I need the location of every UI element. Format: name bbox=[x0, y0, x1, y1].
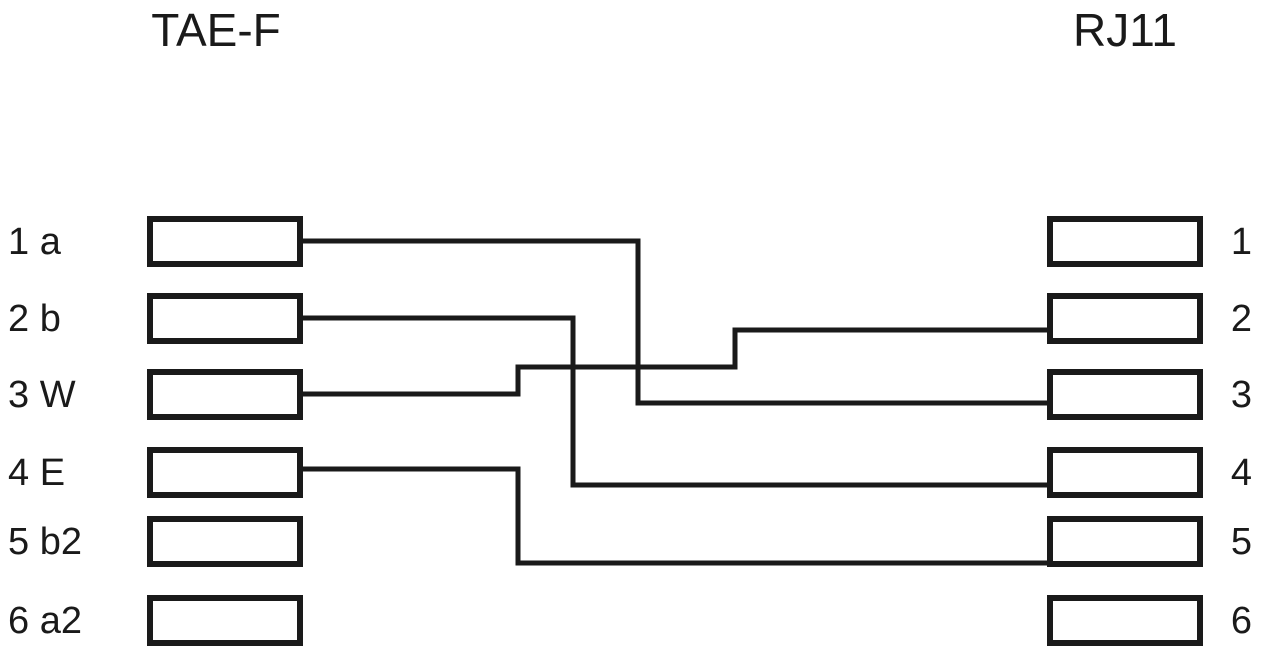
left-pin-box-2[interactable] bbox=[147, 293, 303, 344]
right-pin-2[interactable]: 2 bbox=[1047, 293, 1252, 344]
left-pin-label-2: 2 b bbox=[8, 298, 61, 340]
right-pin-4[interactable]: 4 bbox=[1047, 447, 1252, 498]
right-pin-box-6[interactable] bbox=[1047, 595, 1203, 646]
left-pin-label-1: 1 a bbox=[8, 221, 62, 263]
right-pin-6[interactable]: 6 bbox=[1047, 595, 1252, 646]
right-connector-title: RJ11 bbox=[1073, 4, 1177, 56]
wires-group bbox=[300, 238, 1050, 566]
right-pin-box-3[interactable] bbox=[1047, 369, 1203, 420]
left-pin-3[interactable]: 3 W bbox=[8, 369, 303, 420]
right-pin-3[interactable]: 3 bbox=[1047, 369, 1252, 420]
left-pin-box-1[interactable] bbox=[147, 216, 303, 267]
right-pin-label-4: 4 bbox=[1231, 452, 1252, 494]
right-pin-5[interactable]: 5 bbox=[1047, 516, 1252, 567]
right-pin-label-1: 1 bbox=[1231, 221, 1252, 263]
right-pin-box-2[interactable] bbox=[1047, 293, 1203, 344]
left-pin-label-4: 4 E bbox=[8, 452, 65, 494]
wire-wire-tae4-rj5 bbox=[300, 466, 1050, 566]
left-pin-2[interactable]: 2 b bbox=[8, 293, 303, 344]
wire-wire-tae2-rj4 bbox=[300, 315, 1050, 488]
left-pin-box-3[interactable] bbox=[147, 369, 303, 420]
left-pin-label-5: 5 b2 bbox=[8, 521, 82, 563]
wire-wire-tae3-rj2 bbox=[300, 327, 1050, 397]
left-connector-title: TAE-F bbox=[151, 4, 280, 56]
left-pin-box-6[interactable] bbox=[147, 595, 303, 646]
right-pin-1[interactable]: 1 bbox=[1047, 216, 1252, 267]
left-pin-4[interactable]: 4 E bbox=[8, 447, 303, 498]
right-pin-box-4[interactable] bbox=[1047, 447, 1203, 498]
right-pin-box-1[interactable] bbox=[1047, 216, 1203, 267]
left-pin-6[interactable]: 6 a2 bbox=[8, 595, 303, 646]
right-connector-pins: 1 2 3 4 5 6 bbox=[1047, 216, 1252, 646]
right-pin-box-5[interactable] bbox=[1047, 516, 1203, 567]
wire-wire-tae1-rj3 bbox=[300, 238, 1050, 406]
left-connector-pins: 1 a 2 b 3 W 4 E 5 b2 6 a2 bbox=[8, 216, 303, 646]
right-pin-label-6: 6 bbox=[1231, 600, 1252, 642]
left-pin-box-5[interactable] bbox=[147, 516, 303, 567]
right-pin-label-5: 5 bbox=[1231, 521, 1252, 563]
right-pin-label-3: 3 bbox=[1231, 374, 1252, 416]
left-pin-1[interactable]: 1 a bbox=[8, 216, 303, 267]
left-pin-5[interactable]: 5 b2 bbox=[8, 516, 303, 567]
left-pin-label-6: 6 a2 bbox=[8, 600, 82, 642]
left-pin-box-4[interactable] bbox=[147, 447, 303, 498]
right-pin-label-2: 2 bbox=[1231, 298, 1252, 340]
left-pin-label-3: 3 W bbox=[8, 374, 76, 416]
